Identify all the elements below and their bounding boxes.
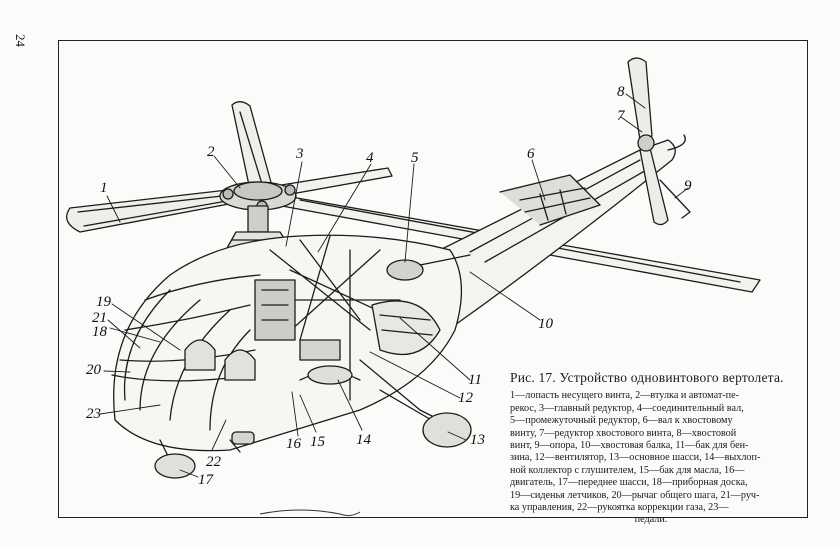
legend-line: винту, 7—редуктор хвостового винта, 8—хв…: [510, 427, 737, 439]
callout-5: 5: [411, 150, 419, 166]
callout-labels: 1 2 3 4 5 6 7 8 9 10 11 12 13 14 15 16 1…: [86, 84, 692, 488]
figure-title: Рис. 17. Устройство одновинтового вертол…: [510, 370, 784, 385]
legend-line: ка управления, 22—рукоятка коррекции газ…: [510, 502, 729, 514]
callout-18: 18: [92, 324, 108, 340]
tail-rotor: [627, 57, 691, 226]
landing-gear: [154, 359, 472, 479]
figure-legend: 1—лопасть несущего винта, 2—втулка и авт…: [510, 390, 792, 526]
legend-line: зина, 12—вентилятор, 13—основное шасси, …: [510, 452, 761, 464]
callout-9: 9: [684, 178, 692, 194]
legend-line: 5—промежуточный редуктор, 6—вал к хвосто…: [510, 415, 733, 427]
callout-15: 15: [310, 434, 326, 450]
callout-2: 2: [207, 144, 215, 160]
callout-3: 3: [295, 146, 304, 162]
callout-8: 8: [617, 84, 625, 100]
callout-20: 20: [86, 362, 102, 378]
callout-4: 4: [366, 150, 374, 166]
legend-line: ной коллектор с глушителем, 15—бак для м…: [510, 464, 745, 476]
callout-17: 17: [198, 472, 215, 488]
callout-11: 11: [468, 372, 482, 388]
callout-10: 10: [538, 316, 554, 332]
figure-caption: Рис. 17. Устройство одновинтового вертол…: [510, 370, 792, 527]
callout-19: 19: [96, 294, 112, 310]
callout-16: 16: [286, 436, 302, 452]
legend-line: рекос, 3—главный редуктор, 4—соединитель…: [510, 402, 744, 414]
callout-22: 22: [206, 454, 222, 470]
callout-12: 12: [458, 390, 474, 406]
tail-boom: [429, 139, 676, 326]
fuselage: [111, 234, 471, 452]
figure-frame: [58, 40, 808, 518]
legend-line: 19—сиденья летчиков, 20—рычаг общего шаг…: [510, 489, 760, 501]
callout-14: 14: [356, 432, 372, 448]
legend-end: педали.: [634, 514, 668, 526]
legend-line: двигатель, 17—переднее шасси, 18—приборн…: [510, 477, 748, 489]
callout-23: 23: [86, 406, 101, 422]
callout-1: 1: [100, 180, 108, 196]
callout-6: 6: [527, 146, 535, 162]
bottom-pen-mark: [259, 509, 361, 517]
callout-13: 13: [470, 432, 485, 448]
legend-line: 1—лопасть несущего винта, 2—втулка и авт…: [510, 390, 740, 402]
callout-7: 7: [617, 108, 626, 124]
legend-line: винт, 9—опора, 10—хвостовая балка, 11—ба…: [510, 440, 749, 452]
leader-lines: [99, 93, 689, 478]
callout-21: 21: [92, 310, 107, 326]
